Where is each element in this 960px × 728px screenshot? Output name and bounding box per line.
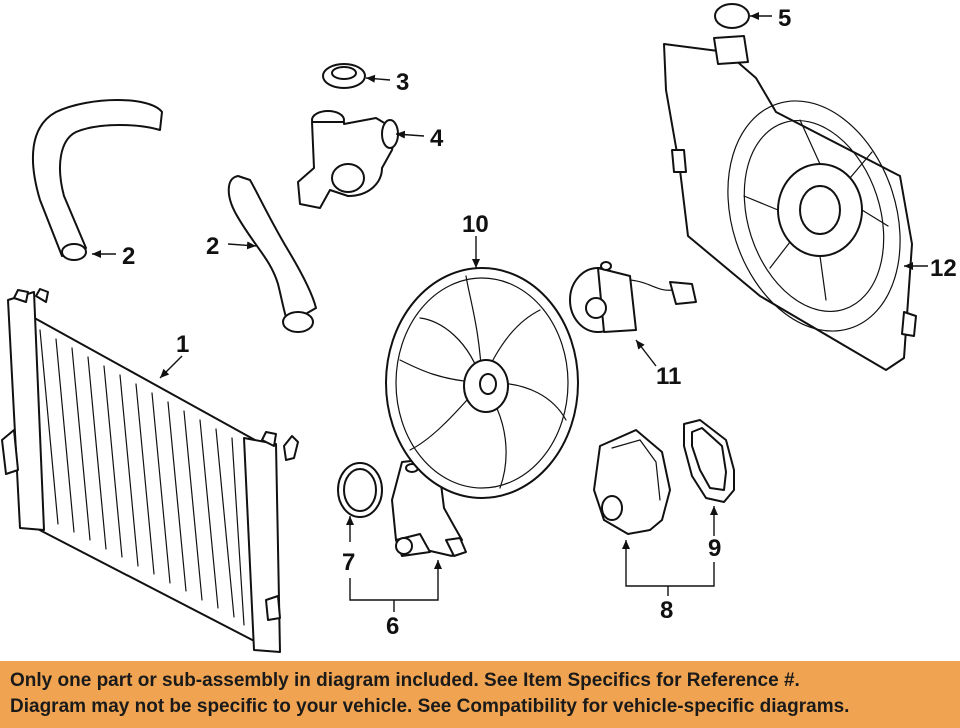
- callout-4: 4: [430, 125, 444, 152]
- callout-10: 10: [462, 211, 489, 238]
- water-outlet-fitting-part: [297, 110, 399, 209]
- reservoir-cap-part: [714, 3, 750, 29]
- callout-2-upper-hose: 2: [122, 243, 135, 270]
- disclaimer-line-2: Diagram may not be specific to your vehi…: [10, 696, 850, 717]
- callout-5: 5: [778, 5, 791, 32]
- filler-cap-part: [322, 63, 366, 89]
- water-pump-part: [593, 429, 671, 535]
- cooling-fan-part: [385, 267, 579, 499]
- fan-motor-part: [569, 261, 697, 333]
- disclaimer-banner: Only one part or sub-assembly in diagram…: [0, 661, 960, 728]
- lower-radiator-hose-part: [227, 175, 317, 333]
- callout-8: 8: [660, 597, 673, 624]
- disclaimer-line-1: Only one part or sub-assembly in diagram…: [10, 670, 800, 691]
- water-pump-gasket-part: [683, 419, 735, 503]
- upper-radiator-hose-part: [31, 99, 163, 261]
- callout-11: 11: [656, 363, 681, 390]
- radiator-part: [1, 288, 299, 653]
- callout-1: 1: [176, 331, 189, 358]
- leader-lines: [92, 12, 928, 612]
- callout-7: 7: [342, 549, 355, 576]
- callout-3: 3: [396, 69, 409, 96]
- callout-2-lower-hose: 2: [206, 233, 219, 260]
- callout-6: 6: [386, 613, 399, 640]
- exploded-parts-diagram: 2 2 3 4 5 12 10 11 1 7 6 9 8: [1, 3, 957, 653]
- callout-9: 9: [708, 535, 721, 562]
- thermostat-housing-part: [391, 459, 467, 557]
- callout-12: 12: [930, 255, 957, 282]
- thermostat-gasket-part: [337, 462, 383, 518]
- fan-shroud-part: [663, 35, 917, 371]
